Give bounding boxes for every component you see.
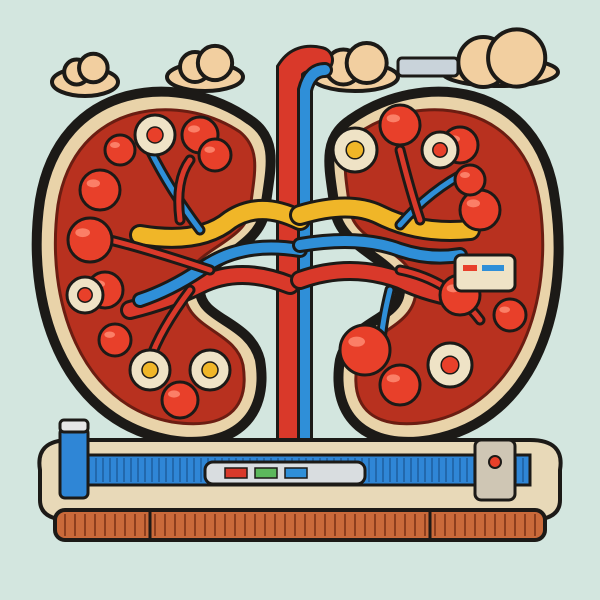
ureter-right: [292, 199, 478, 239]
bulb-highlight: [348, 336, 365, 347]
cloud: [165, 43, 245, 93]
conveyor-base: [53, 508, 547, 542]
nephron-bulb: [103, 133, 137, 167]
bulb-highlight: [499, 306, 510, 313]
nephron-bulb: [78, 168, 122, 212]
bulb-highlight: [204, 146, 216, 153]
monitor-badge: [453, 253, 517, 293]
badge-symbol: [77, 287, 93, 303]
bulb-highlight: [466, 199, 481, 208]
metal-cap: [396, 56, 460, 78]
bulb-highlight: [386, 114, 401, 123]
control-button: [488, 455, 502, 469]
nephron-bulb: [492, 297, 528, 333]
bulb-highlight: [75, 228, 90, 238]
monitor-bar: [482, 265, 504, 271]
conveyor-machine: [37, 418, 563, 542]
ureter-left: [132, 202, 308, 246]
bulb-highlight: [168, 390, 180, 398]
nephron-bulb: [66, 216, 114, 264]
branch-vessel: [147, 147, 203, 233]
cloud-puff: [77, 51, 110, 85]
cloud-puff: [486, 27, 548, 89]
bulb-highlight: [188, 125, 200, 133]
nephron-bulb: [197, 137, 233, 173]
vein-right: [295, 236, 465, 262]
monitor-bar: [463, 265, 477, 271]
bulb-highlight: [86, 179, 101, 188]
badge-symbol: [440, 355, 460, 375]
badge-symbol: [141, 361, 159, 379]
cloud: [440, 27, 560, 89]
control-box: [473, 438, 517, 502]
nephron-bulb: [378, 103, 422, 147]
branch-vessel: [176, 157, 193, 223]
nephron-bulb: [453, 163, 487, 197]
icon-badges: [65, 113, 517, 392]
badge-symbol: [201, 361, 219, 379]
capsule-segment: [254, 467, 278, 479]
nephron-bulb: [378, 363, 422, 407]
nephron-bulb: [160, 380, 200, 420]
badge-symbol: [432, 142, 448, 158]
branch-vessel: [107, 237, 213, 273]
capsule-segment: [224, 467, 248, 479]
bulb-highlight: [110, 142, 120, 148]
nephron-bulb: [338, 323, 392, 377]
aorta: [279, 47, 331, 466]
branch-vessel: [397, 147, 423, 223]
roller-cap: [58, 418, 90, 434]
nephron-bulb: [97, 322, 133, 358]
bulb-highlight: [104, 331, 115, 338]
cloud: [50, 51, 120, 98]
cloud-puff: [195, 43, 235, 83]
left-roller: [58, 426, 90, 500]
cloud-puff: [344, 41, 389, 85]
vena-cava: [300, 65, 330, 455]
bulb-highlight: [386, 374, 401, 383]
badge-symbol: [146, 126, 164, 144]
capsule-segment: [284, 467, 308, 479]
badge-symbol: [345, 140, 365, 160]
bulb-highlight: [460, 172, 470, 178]
